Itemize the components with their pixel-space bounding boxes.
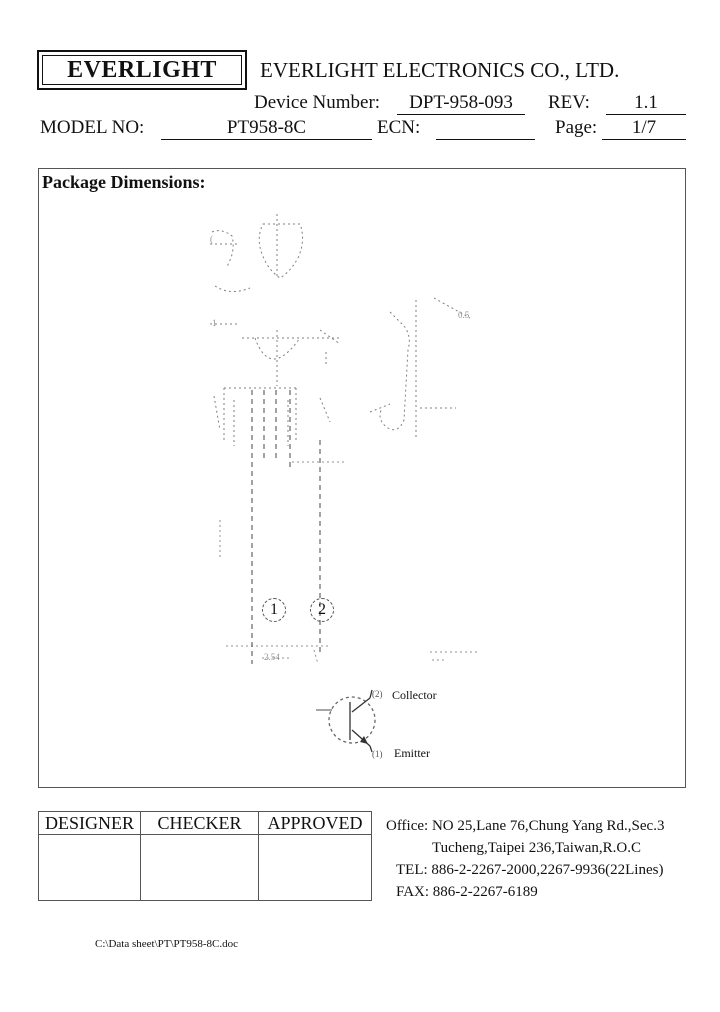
telephone: TEL: 886-2-2267-2000,2267-9936(22Lines): [396, 862, 664, 878]
ecn-value: [436, 117, 535, 140]
device-number-value: DPT-958-093: [397, 92, 525, 115]
svg-text:(2): (2): [372, 689, 383, 699]
package-dimensions-frame: [38, 168, 686, 788]
pin-1-label: 1: [262, 598, 286, 622]
logo-text: EVERLIGHT: [42, 55, 242, 85]
section-title: Package Dimensions:: [42, 172, 206, 192]
emitter-label: Emitter: [394, 746, 430, 760]
page-value: 1/7: [602, 117, 686, 140]
signature-table: DESIGNER CHECKER APPROVED: [38, 811, 372, 901]
ecn-label: ECN:: [377, 117, 421, 138]
collector-label: Collector: [392, 688, 437, 702]
designer-header: DESIGNER: [38, 811, 141, 835]
rev-value: 1.1: [606, 92, 686, 115]
approved-header: APPROVED: [258, 811, 372, 835]
office-address-line2: Tucheng,Taipei 236,Taiwan,R.O.C: [432, 840, 641, 856]
pin-2-label: 2: [310, 598, 334, 622]
office-address-line1: Office: NO 25,Lane 76,Chung Yang Rd.,Sec…: [386, 818, 665, 834]
rev-label: REV:: [548, 92, 590, 113]
fax: FAX: 886-2-2267-6189: [396, 884, 538, 900]
company-name: EVERLIGHT ELECTRONICS CO., LTD.: [260, 58, 620, 82]
svg-text:0.5: 0.5: [458, 310, 470, 320]
svg-text:1: 1: [212, 318, 217, 328]
page-label: Page:: [555, 117, 598, 138]
approved-signature-cell: [258, 834, 372, 901]
checker-header: CHECKER: [140, 811, 259, 835]
model-label: MODEL NO:: [40, 117, 145, 138]
designer-signature-cell: [38, 834, 141, 901]
model-value: PT958-8C: [161, 117, 372, 140]
company-logo: EVERLIGHT: [37, 50, 247, 90]
device-number-label: Device Number:: [254, 92, 381, 113]
svg-text:2.54: 2.54: [264, 652, 280, 662]
file-path: C:\Data sheet\PT\PT958-8C.doc: [95, 938, 238, 950]
svg-text:(: (: [210, 234, 213, 244]
svg-text:(1): (1): [372, 749, 383, 759]
checker-signature-cell: [140, 834, 259, 901]
